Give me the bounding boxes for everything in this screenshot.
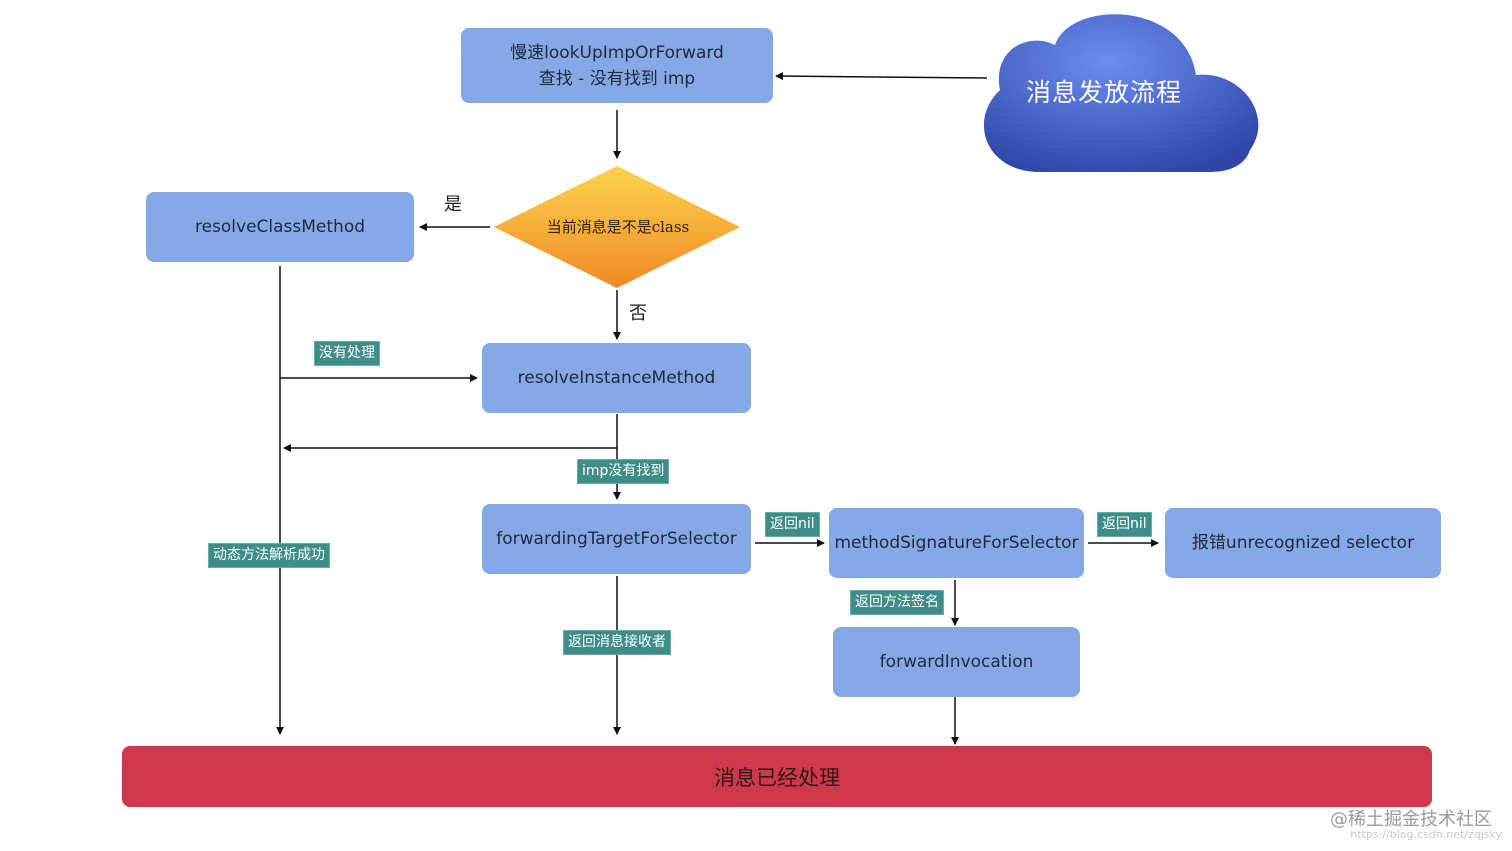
cloud-label: 消息发放流程 [1026, 78, 1183, 107]
tag-return-nil-1: 返回nil [765, 512, 820, 537]
edge-label-no: 否 [629, 303, 647, 324]
node-lookup-line1: 慢速lookUpImpOrForward [510, 42, 724, 63]
node-resolve-class-method: resolveClassMethod [146, 192, 414, 262]
node-lookup: 慢速lookUpImpOrForward 查找 - 没有找到 imp [461, 28, 773, 103]
node-resolve-instance-method: resolveInstanceMethod [482, 343, 751, 413]
watermark-url: https://blog.csdn.net/zqjsky [1350, 828, 1502, 841]
node-message-handled: 消息已经处理 [122, 746, 1432, 807]
watermark: @稀土掘金技术社区 [1330, 809, 1492, 830]
node-lookup-line2: 查找 - 没有找到 imp [538, 68, 696, 89]
edge-cloud-to-lookup [775, 72, 988, 81]
node-forwarding-target: forwardingTargetForSelector [482, 504, 751, 574]
node-method-signature: methodSignatureForSelector [829, 508, 1084, 578]
decision-label: 当前消息是不是class [546, 218, 690, 236]
tag-not-handled: 没有处理 [314, 341, 380, 366]
tag-return-nil-2: 返回nil [1097, 512, 1152, 537]
tag-return-signature: 返回方法签名 [850, 590, 944, 615]
node-error-unrecognized: 报错unrecognized selector [1165, 508, 1441, 578]
cloud-shape [983, 14, 1259, 173]
decision-diamond [494, 166, 740, 288]
tag-imp-not-found: imp没有找到 [577, 459, 670, 484]
tag-return-receiver: 返回消息接收者 [563, 630, 671, 655]
edge-label-yes: 是 [444, 194, 462, 215]
tag-dynamic-success: 动态方法解析成功 [208, 543, 330, 568]
node-forward-invocation: forwardInvocation [833, 627, 1080, 697]
